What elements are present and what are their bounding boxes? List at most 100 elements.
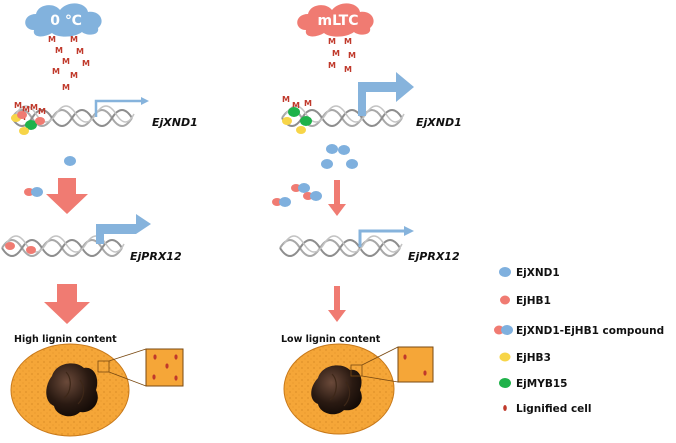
methyl-mark: M bbox=[55, 46, 63, 55]
legend: EjXND1 EjHB1 EjXND1-EjHB1 compound EjHB3… bbox=[494, 267, 664, 415]
methyl-mark: M bbox=[292, 101, 300, 110]
ejmyb15-protein bbox=[300, 116, 312, 126]
methyl-marks-left: M M M M M M M M M bbox=[48, 35, 90, 92]
lignified-cell-mark bbox=[153, 354, 157, 360]
ejhb3-protein bbox=[282, 117, 292, 125]
transcription-arrow-strong bbox=[96, 214, 151, 244]
legend-label: EjXND1-EjHB1 compound bbox=[516, 325, 664, 337]
methyl-mark: M bbox=[282, 95, 290, 104]
legend-swatch bbox=[503, 405, 507, 411]
methyl-mark: M bbox=[48, 35, 56, 44]
cell-low-lignin bbox=[283, 343, 434, 435]
transcription-arrow-strong bbox=[358, 72, 414, 116]
zoom-box bbox=[350, 364, 363, 377]
gene-label-ejxnd1: EjXND1 bbox=[416, 116, 462, 129]
lignified-cell-mark bbox=[165, 363, 169, 369]
dna-strand bbox=[281, 109, 403, 127]
dna-strand bbox=[1, 239, 123, 257]
ejhb3-protein bbox=[19, 127, 29, 135]
legend-swatch bbox=[499, 267, 511, 277]
dna-bottom-right bbox=[279, 235, 403, 257]
ejxnd1-protein bbox=[326, 144, 338, 154]
cloud-0c: 0 ℃ bbox=[25, 3, 102, 37]
methyl-mark: M bbox=[304, 99, 312, 108]
dna-bottom-left bbox=[1, 235, 125, 257]
outcome-high-lignin: High lignin content bbox=[14, 334, 117, 345]
arrow-down-large bbox=[46, 178, 88, 214]
legend-item-lignified-cell: Lignified cell bbox=[503, 403, 592, 415]
cell-high-lignin bbox=[10, 343, 184, 437]
legend-label: EjHB3 bbox=[516, 352, 551, 364]
dna-strand bbox=[279, 239, 401, 257]
ejmyb15-protein bbox=[288, 107, 300, 117]
lignified-cell-mark bbox=[403, 354, 407, 360]
ejxnd1-protein bbox=[338, 145, 350, 155]
ejhb1-protein bbox=[303, 192, 313, 200]
methyl-mark: M bbox=[62, 83, 70, 92]
arrow-down-small-2 bbox=[328, 286, 346, 322]
ejhb1-protein bbox=[26, 246, 36, 254]
methyl-mark: M bbox=[62, 57, 70, 66]
methyl-mark: M bbox=[328, 37, 336, 46]
methyl-mark: M bbox=[70, 35, 78, 44]
ejxnd1-protein bbox=[298, 183, 310, 193]
legend-item-ejhb1: EjHB1 bbox=[500, 295, 551, 307]
methyl-marks-right: M M M M M M bbox=[328, 37, 356, 74]
lignified-cell-mark bbox=[174, 354, 178, 360]
legend-label: EjMYB15 bbox=[516, 378, 567, 390]
methyl-mark: M bbox=[30, 103, 38, 112]
cell-core bbox=[46, 363, 98, 417]
legend-item-compound: EjXND1-EjHB1 compound bbox=[494, 325, 664, 337]
legend-item-ejhb3: EjHB3 bbox=[499, 352, 551, 364]
methyl-mark: M bbox=[70, 71, 78, 80]
dna-strand bbox=[5, 235, 125, 253]
ejhb3-protein bbox=[296, 126, 306, 134]
legend-swatch bbox=[499, 352, 511, 362]
legend-swatch-xnd1 bbox=[501, 325, 513, 335]
outcome-low-lignin: Low lignin content bbox=[281, 334, 381, 345]
dna-methyl-marks-right: M M M bbox=[282, 95, 312, 110]
ejhb1-protein bbox=[5, 242, 15, 250]
condition-label: mLTC bbox=[317, 13, 358, 29]
ejhb1-protein bbox=[17, 111, 27, 119]
dna-top-left bbox=[11, 105, 135, 127]
ejxnd1-protein bbox=[31, 187, 43, 197]
dna-strand bbox=[285, 105, 405, 123]
ejxnd1-protein bbox=[64, 156, 76, 166]
dna-strand bbox=[283, 235, 403, 253]
legend-label: Lignified cell bbox=[516, 403, 592, 415]
gene-label-ejprx12: EjPRX12 bbox=[130, 250, 182, 263]
methyl-mark: M bbox=[82, 59, 90, 68]
legend-swatch bbox=[500, 295, 510, 305]
dna-strand bbox=[15, 105, 135, 123]
ejhb1-protein bbox=[272, 198, 282, 206]
transcription-arrow-weak bbox=[94, 97, 149, 117]
legend-swatch bbox=[499, 378, 511, 388]
legend-swatch-hb1 bbox=[494, 325, 504, 335]
ejhb1-protein bbox=[35, 117, 45, 125]
methyl-mark: M bbox=[328, 61, 336, 70]
ejmyb15-protein bbox=[25, 120, 37, 130]
zoom-inset bbox=[397, 346, 434, 383]
ejxnd1-protein bbox=[310, 191, 322, 201]
zoom-inset bbox=[145, 348, 184, 387]
legend-label: EjXND1 bbox=[516, 267, 560, 279]
cloud-shape bbox=[25, 3, 102, 37]
methyl-mark: M bbox=[76, 47, 84, 56]
methyl-mark: M bbox=[332, 49, 340, 58]
methyl-mark: M bbox=[344, 37, 352, 46]
dna-strand bbox=[11, 109, 133, 127]
arrow-down-small bbox=[328, 180, 346, 216]
panel-left: 0 ℃ M M M M M M M M M M M M M M bbox=[1, 3, 198, 437]
methyl-mark: M bbox=[52, 67, 60, 76]
methyl-mark: M bbox=[38, 107, 46, 116]
legend-label: EjHB1 bbox=[516, 295, 551, 307]
gene-label-ejxnd1: EjXND1 bbox=[152, 116, 198, 129]
panel-right: mLTC M M M M M M M M M EjXND1 bbox=[272, 3, 462, 435]
legend-item-ejmyb15: EjMYB15 bbox=[499, 378, 567, 390]
lignified-cell-mark bbox=[174, 375, 178, 381]
ejhb1-protein bbox=[291, 184, 301, 192]
methyl-mark: M bbox=[348, 51, 356, 60]
ejxnd1-protein bbox=[279, 197, 291, 207]
